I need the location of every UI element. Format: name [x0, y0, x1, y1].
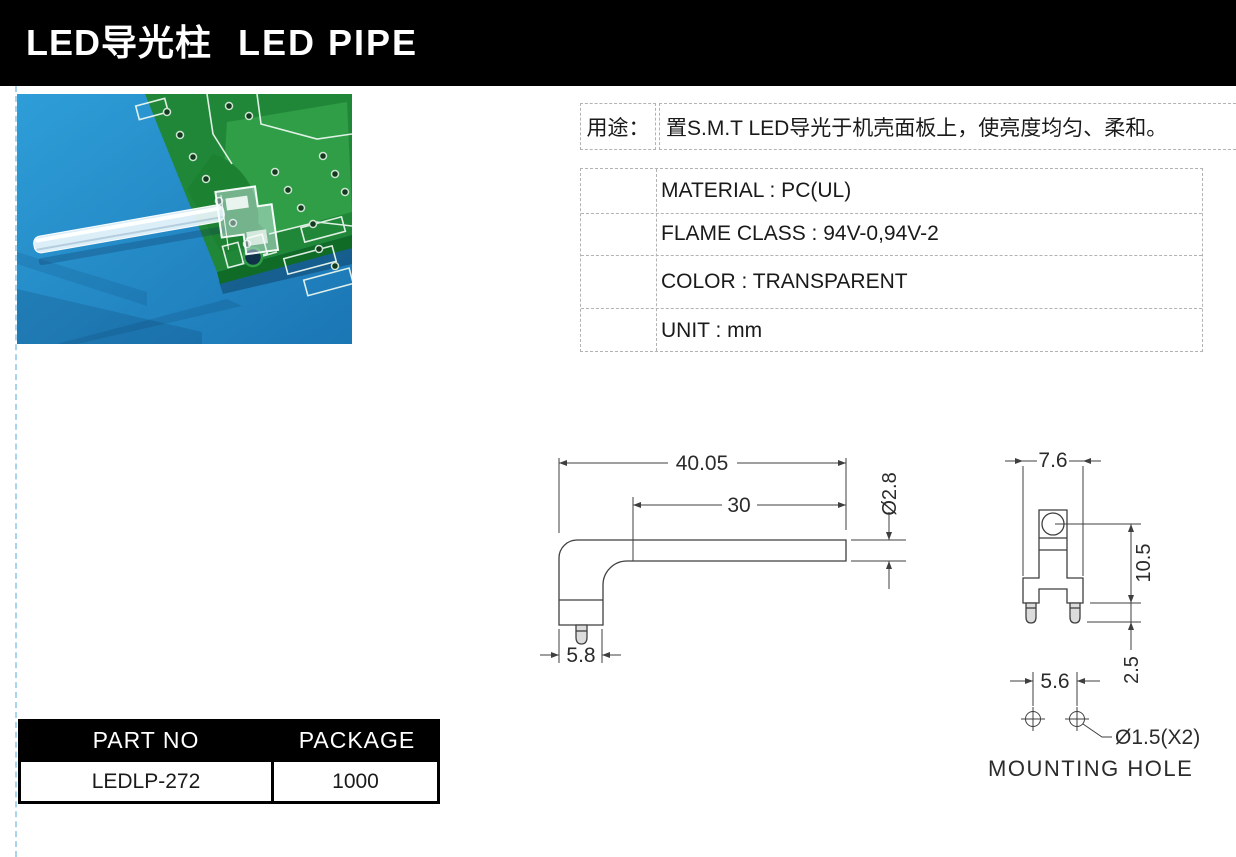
header-bar: LED导光柱 LED PIPE	[0, 0, 1236, 86]
usage-row: 用途： 置S.M.T LED导光于机壳面板上，使亮度均匀、柔和。	[580, 103, 1236, 150]
page-title-zh: LED导光柱	[26, 22, 213, 63]
mount-hole-left	[1025, 711, 1041, 727]
part-table-row: LEDLP-272 1000	[18, 762, 440, 804]
mounting-hole-label: MOUNTING HOLE	[988, 756, 1193, 781]
side-view-pin	[575, 624, 588, 645]
part-table: PART NO PACKAGE LEDLP-272 1000	[18, 719, 440, 804]
dim-pipe-diameter: Ø2.8	[879, 472, 901, 515]
photo-light-pipe	[33, 185, 280, 266]
page-margin-guide	[15, 86, 17, 857]
page-title-en: LED PIPE	[238, 22, 419, 63]
part-table-header: PART NO PACKAGE	[18, 719, 440, 762]
part-no-value: LEDLP-272	[21, 762, 274, 801]
spec-table: MATERIAL : PC(UL) FLAME CLASS : 94V-0,94…	[580, 168, 1203, 352]
part-no-header: PART NO	[92, 727, 200, 753]
dim-hole-diameter: Ø1.5(X2)	[1115, 726, 1200, 749]
dim-pipe-length: 30	[727, 494, 750, 517]
page-title: LED导光柱 LED PIPE	[26, 14, 418, 66]
spec-row-flame-class: FLAME CLASS : 94V-0,94V-2	[661, 222, 939, 245]
side-view-dimensions	[540, 458, 906, 663]
front-view-dimensions	[1005, 457, 1141, 650]
mount-hole-right	[1069, 711, 1085, 727]
pcb-pads	[162, 101, 350, 271]
front-view	[1022, 509, 1084, 624]
dim-base-width: 5.8	[566, 644, 595, 667]
dim-hole-pitch: 5.6	[1040, 670, 1069, 693]
dim-overall-length: 40.05	[676, 452, 729, 475]
mounting-hole-drawing	[1010, 672, 1112, 738]
spec-row-color: COLOR : TRANSPARENT	[661, 269, 908, 293]
side-view-outline	[558, 539, 847, 626]
side-view	[558, 497, 847, 645]
dim-front-width: 7.6	[1038, 449, 1067, 472]
spec-table-divider	[656, 169, 657, 351]
package-header: PACKAGE	[298, 727, 416, 753]
spec-row-material: MATERIAL : PC(UL)	[661, 179, 852, 202]
photo-pcb	[134, 94, 352, 297]
front-view-pin-left	[1025, 602, 1037, 624]
front-view-pipe-circle	[1041, 512, 1065, 536]
dim-front-height: 10.5	[1133, 544, 1155, 583]
package-value: 1000	[332, 769, 379, 793]
spec-row-unit: UNIT : mm	[661, 318, 763, 342]
front-view-outline	[1022, 509, 1084, 604]
product-photo	[17, 94, 352, 344]
front-view-pin-right	[1069, 602, 1081, 624]
dim-pin-length: 2.5	[1121, 656, 1143, 684]
usage-text: 置S.M.T LED导光于机壳面板上，使亮度均匀、柔和。	[659, 103, 1236, 150]
usage-label: 用途：	[580, 103, 656, 150]
